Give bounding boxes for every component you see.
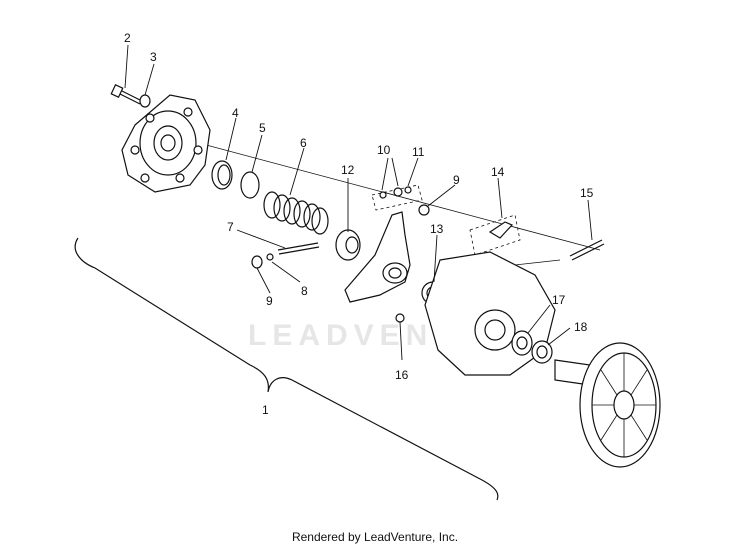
- footer-credit: Rendered by LeadVenture, Inc.: [291, 530, 459, 544]
- bolt-part: [110, 83, 141, 105]
- callout-6: 6: [300, 136, 307, 150]
- callout-labels: 1 2 3 4 5 6 7 8 9 9 10 11 12 13 14 15 16…: [124, 31, 594, 417]
- callout-4: 4: [232, 106, 239, 120]
- washer-part: [139, 94, 151, 108]
- roller-part: [335, 229, 361, 261]
- callout-5: 5: [259, 121, 266, 135]
- callout-1: 1: [262, 403, 269, 417]
- callout-12: 12: [341, 163, 355, 177]
- leader-lines: [124, 44, 593, 361]
- bushing-17-part: [511, 330, 533, 356]
- bushing-part-upper: [418, 204, 430, 216]
- fixed-sheave-part: [554, 342, 661, 468]
- snap-ring-part: [240, 171, 260, 199]
- callout-16: 16: [395, 368, 409, 382]
- callout-10: 10: [377, 143, 391, 157]
- assembly-bracket: [74, 237, 499, 501]
- callout-9-lower: 9: [266, 294, 273, 308]
- callout-18: 18: [574, 320, 588, 334]
- callout-14: 14: [491, 165, 505, 179]
- cover-plate-part: [121, 94, 211, 193]
- long-pin-part: [569, 239, 605, 261]
- spider-arm-part: [344, 211, 411, 303]
- callout-3: 3: [150, 50, 157, 64]
- callout-8: 8: [301, 284, 308, 298]
- callout-17: 17: [552, 293, 566, 307]
- callout-7: 7: [227, 220, 234, 234]
- screw-part: [395, 313, 405, 323]
- shim-part: [469, 214, 521, 256]
- callout-15: 15: [580, 186, 594, 200]
- callout-11: 11: [412, 145, 425, 159]
- spacer-part: [266, 253, 274, 261]
- nut-set-part: [371, 184, 423, 211]
- bushing-part-lower: [251, 255, 263, 269]
- washer-18-part: [531, 340, 553, 364]
- callout-2: 2: [124, 31, 131, 45]
- assembly-axis: [149, 129, 601, 271]
- spring-part: [263, 191, 329, 235]
- pin-part: [277, 242, 320, 255]
- callout-13: 13: [430, 222, 444, 236]
- ring-part: [211, 160, 233, 190]
- callout-9-upper: 9: [453, 173, 460, 187]
